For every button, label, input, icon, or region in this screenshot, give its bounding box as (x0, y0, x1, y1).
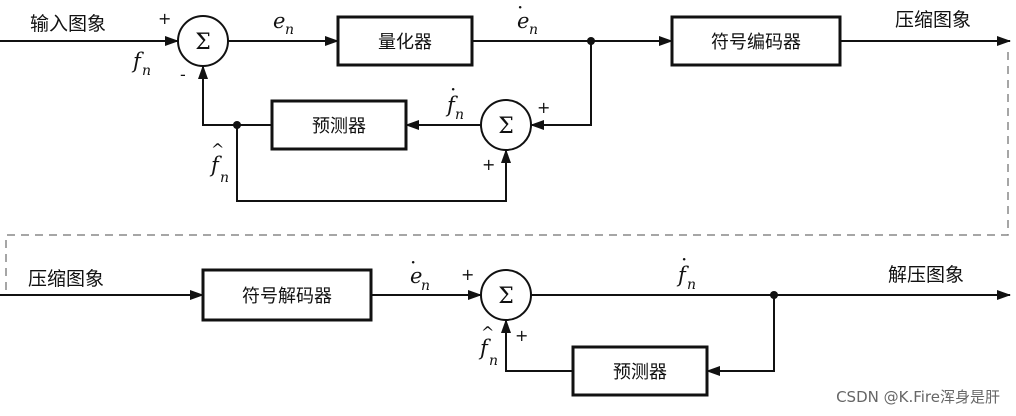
symbol-decoder-label: 符号解码器 (242, 286, 332, 307)
dec-input-label: 压缩图象 (28, 268, 104, 290)
symbol-encoder-box (670, 15, 842, 67)
enc-fn-sub: n (142, 63, 151, 79)
enc-sum-minus: - (180, 65, 186, 84)
dec-fn-hat-wire (501, 319, 573, 372)
enc-fn-dot-mark: · (450, 77, 456, 101)
dec-fn-dot-sub: n (687, 277, 696, 293)
dec-en-dot-symbol: e (410, 264, 422, 288)
transfer-dashed-line (5, 52, 1009, 290)
enc-feedback-wire (236, 125, 511, 202)
enc-fn-dot-symbol: f (445, 93, 458, 117)
dec-fn-dot-mark: · (681, 247, 687, 271)
dec-sum-plus-bottom: + (515, 326, 528, 345)
enc-fn-dot-sub: n (455, 107, 464, 123)
dec-fn-dot-symbol: f (676, 263, 689, 287)
enc-sum2-symbol: Σ (498, 114, 514, 139)
enc-branch-wire (530, 41, 592, 130)
enc-sum-symbol: Σ (195, 30, 211, 55)
enc-en-dot-mark: · (517, 0, 523, 19)
dec-en-dot-mark: · (410, 250, 416, 274)
dec-fn-hat-symbol: f (478, 336, 491, 360)
dec-predictor-box (571, 345, 709, 397)
enc-predictor-label: 预测器 (312, 116, 366, 137)
quantizer-label: 量化器 (378, 32, 432, 53)
enc-fn-hat-mark: ^ (211, 140, 224, 159)
enc-fn-hat-symbol: f (209, 153, 222, 177)
enc-en-dot-symbol: e (517, 9, 529, 33)
enc-fn-symbol: f (131, 49, 144, 73)
enc-en-sub: n (285, 22, 294, 38)
dec-fn-hat-sub: n (489, 353, 498, 369)
enc-input-plus: + (158, 9, 171, 28)
dec-branch-wire (706, 295, 775, 376)
watermark: CSDN @K.Fire浑身是肝 (836, 388, 1000, 406)
dec-predictor-label: 预测器 (613, 362, 667, 383)
enc-sum2-plus-bottom: + (482, 155, 495, 174)
symbol-encoder-label: 符号编码器 (711, 32, 801, 53)
enc-sum2-plus-right: + (537, 98, 550, 117)
dec-output-label: 解压图象 (888, 264, 964, 286)
dec-sum-symbol: Σ (498, 284, 514, 309)
enc-en-dot-sub: n (529, 22, 538, 38)
dec-en-dot-sub: n (421, 278, 430, 294)
enc-output-label: 压缩图象 (895, 9, 971, 31)
enc-fn-hat-wire (198, 65, 272, 126)
dec-fn-hat-mark: ^ (481, 323, 494, 342)
enc-fn-hat-sub: n (220, 170, 229, 186)
dec-sum-plus-left: + (461, 265, 474, 284)
enc-input-label: 输入图象 (30, 13, 106, 35)
enc-en-symbol: e (273, 9, 285, 33)
